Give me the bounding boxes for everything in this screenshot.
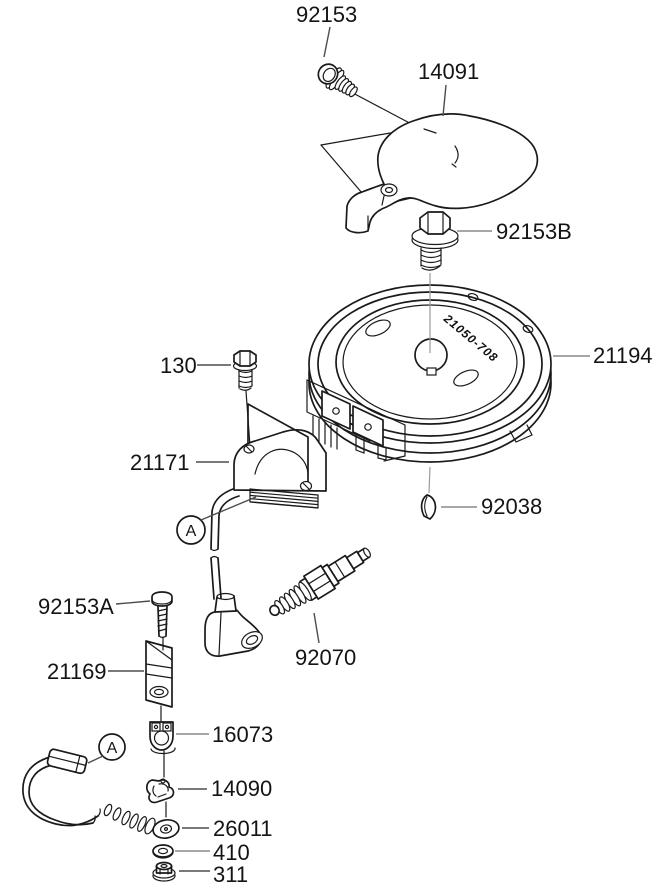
part-label-92038: 92038 <box>481 494 542 519</box>
part-label-14091: 14091 <box>418 59 479 84</box>
part-label-21169: 21169 <box>47 659 107 684</box>
view-marker-a-coil-label: A <box>186 523 197 540</box>
leader-lines <box>108 26 590 872</box>
flywheel-slot <box>453 369 479 387</box>
flywheel-slot <box>365 319 391 337</box>
bolt-130-drawing <box>232 350 258 447</box>
bracket-21169-drawing <box>145 640 173 708</box>
washer-410-drawing <box>152 844 174 859</box>
part-label-92153a: 92153A <box>38 594 114 619</box>
ignition-coil-21171-drawing <box>233 403 327 509</box>
cover-14091-drawing <box>345 113 539 234</box>
flange-bolt-92153b-drawing <box>411 211 459 271</box>
axis-lines <box>428 273 431 494</box>
part-label-21194: 21194 <box>593 343 653 368</box>
part-label-311: 311 <box>213 862 248 887</box>
part-label-92153: 92153 <box>296 2 357 27</box>
part-label-92153b: 92153B <box>496 219 572 244</box>
terminal-26011-drawing <box>103 803 180 839</box>
screw-92153a-drawing <box>151 591 173 639</box>
clamp-16073-drawing <box>149 721 176 755</box>
clamp-14090-drawing <box>146 778 175 804</box>
flywheel-rim-notch <box>509 424 533 443</box>
part-label-16073: 16073 <box>212 722 273 747</box>
part-label-410: 410 <box>213 840 250 865</box>
view-marker-a-lead-label: A <box>107 740 118 757</box>
view-marker-a-lead: A <box>87 733 126 764</box>
part-label-130: 130 <box>160 353 197 378</box>
part-label-14090: 14090 <box>211 776 272 801</box>
part-label-26011: 26011 <box>213 816 273 841</box>
nut-311-drawing <box>152 861 176 882</box>
plug-cap-drawing <box>204 592 263 657</box>
woodruff-key-92038-drawing <box>420 494 437 520</box>
view-marker-a-coil: A <box>176 496 257 545</box>
bolt-92153-drawing <box>317 63 420 129</box>
part-labels: 92153 14091 92153B 21194 130 21171 92038… <box>38 2 653 887</box>
part-label-21171: 21171 <box>130 450 190 475</box>
part-label-92070: 92070 <box>295 645 356 670</box>
ht-lead-drawing <box>210 488 240 600</box>
flywheel-21194-drawing: 21050-708 <box>306 284 552 463</box>
flywheel-keyway <box>426 367 437 376</box>
spark-plug-92070-drawing <box>269 547 371 617</box>
flywheel-magnet-assembly <box>306 379 406 462</box>
stack-axis-lines <box>160 636 167 818</box>
coil-lamination-stack <box>249 488 319 509</box>
stop-switch-lead-drawing <box>22 748 101 827</box>
